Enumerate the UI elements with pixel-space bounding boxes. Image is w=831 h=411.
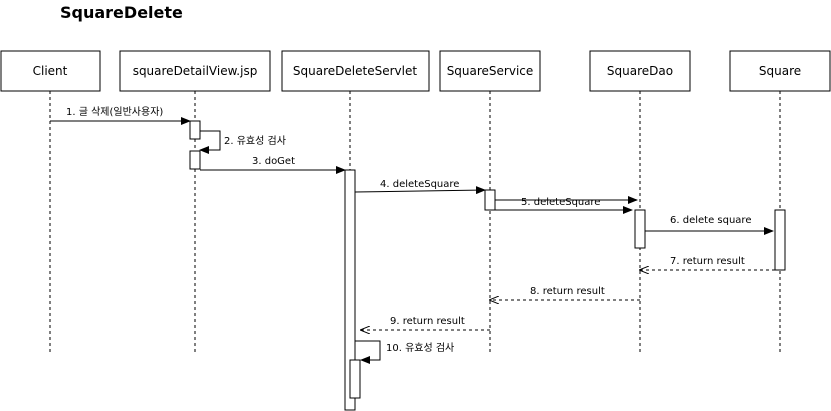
message-label: 2. 유효성 검사 xyxy=(224,135,286,147)
message-5: 5. deleteSquare xyxy=(490,196,638,214)
activation-jsp-2 xyxy=(189,150,201,170)
diagram-title: SquareDelete xyxy=(60,3,183,22)
message-10: 10. 유효성 검사 xyxy=(355,340,454,364)
message-label: 1. 글 삭제(일반사용자) xyxy=(66,106,163,118)
message-2: 2. 유효성 검사 xyxy=(199,130,286,154)
participant-label: SquareDao xyxy=(607,64,673,78)
message-3: 3. doGet xyxy=(200,156,346,174)
participant-jsp: squareDetailView.jsp xyxy=(119,50,271,92)
message-label: 4. deleteSquare xyxy=(380,179,459,190)
participant-square: Square xyxy=(729,50,831,92)
message-label: 5. deleteSquare xyxy=(521,197,600,208)
message-7: 7. return result xyxy=(640,256,775,270)
message-9: 9. return result xyxy=(361,316,490,330)
message-label: 8. return result xyxy=(530,286,605,297)
participant-label: Square xyxy=(759,64,801,78)
activation-service xyxy=(484,189,496,211)
message-label: 9. return result xyxy=(390,316,465,327)
activation-jsp-1 xyxy=(189,120,201,140)
message-label: 7. return result xyxy=(670,256,745,267)
message-label: 6. delete square xyxy=(670,215,751,226)
activation-dao xyxy=(634,209,646,249)
participant-client: Client xyxy=(0,50,101,92)
activation-servlet-main xyxy=(344,169,356,411)
message-8: 8. return result xyxy=(490,286,640,300)
activation-servlet-nested xyxy=(349,359,361,399)
message-label: 3. doGet xyxy=(252,156,295,167)
message-4: 4. deleteSquare xyxy=(354,179,486,195)
message-label: 10. 유효성 검사 xyxy=(386,342,454,354)
message-1: 1. 글 삭제(일반사용자) xyxy=(50,106,191,125)
participant-dao: SquareDao xyxy=(589,50,691,92)
participant-label: SquareService xyxy=(447,64,534,78)
participant-service: SquareService xyxy=(439,50,541,92)
activation-square xyxy=(774,209,786,271)
message-6: 6. delete square xyxy=(645,215,774,235)
activations xyxy=(189,120,786,411)
participant-label: squareDetailView.jsp xyxy=(133,64,258,78)
participant-label: SquareDeleteServlet xyxy=(293,64,417,78)
participant-servlet: SquareDeleteServlet xyxy=(281,50,430,92)
participant-label: Client xyxy=(33,64,68,78)
